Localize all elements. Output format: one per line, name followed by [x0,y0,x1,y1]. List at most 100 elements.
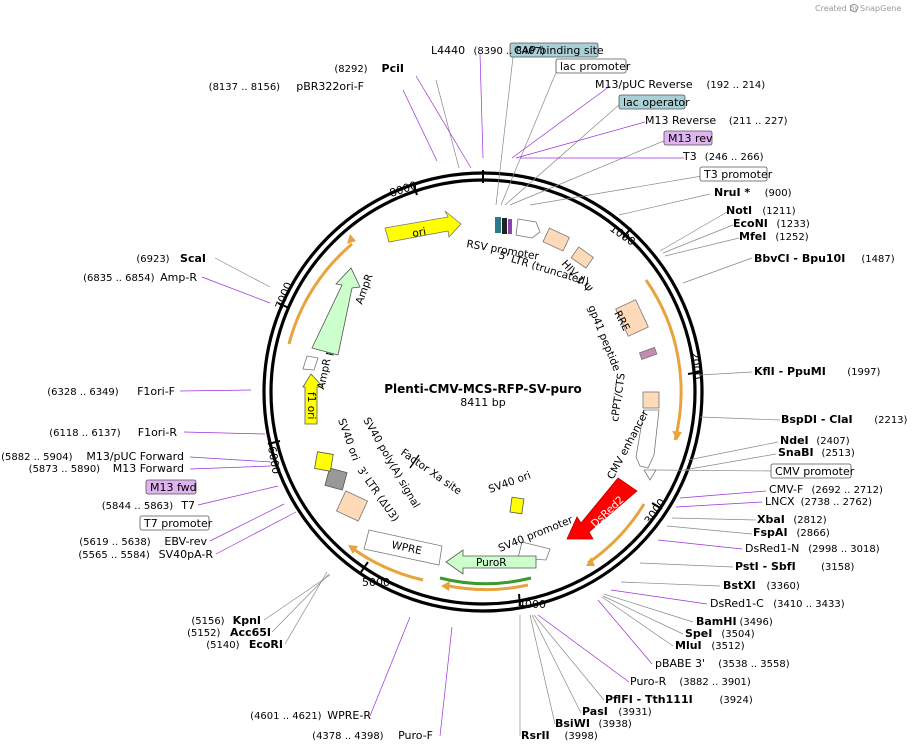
site-position-26: (3538 .. 3558) [718,659,790,670]
site-position-35: (5152) [187,628,220,639]
site-label-2: pBR322ori-F [296,80,364,93]
orf-arc-dsred-head [586,557,595,566]
site-position-15: (2692 .. 2712) [812,485,884,496]
site-label-42: F1ori-R [138,426,178,439]
site-label-7: NotI [726,204,752,217]
plasmid-name: Plenti-CMV-MCS-RFP-SV-puro [384,382,582,396]
site-position-6: (900) [765,188,792,199]
site-position-20: (3158) [821,562,854,573]
site-position-2: (8137 .. 8156) [209,82,281,93]
orf-arc-wpre-head [348,545,358,554]
feature-3-ltr [335,490,369,522]
site-position-36: (5140) [206,640,239,651]
site-label-26: pBABE 3' [655,657,705,670]
t3-promoter-box [699,166,768,182]
site-label-4: M13 Reverse [645,114,716,127]
lac-operator-box [618,94,686,110]
site-position-40: (5873 .. 5890) [29,464,101,475]
site-label-17: XbaI [757,513,785,526]
feature-rsv-promoter [515,218,541,239]
feature-wpre [363,529,443,566]
site-position-14: (2513) [822,448,855,459]
feature-label-ori: ori [411,226,427,240]
site-label-30: BsiWI [555,717,590,730]
site-label-41: M13/pUC Forward [86,450,184,463]
feature-cmv-promoter [643,469,657,481]
t7-promoter-label: T7 promoter [143,517,213,530]
plasmid-length: 8411 bp [460,396,505,409]
site-position-28: (3924) [720,695,753,706]
orf-arc-wpre [351,546,424,582]
site-label-25: MluI [675,639,702,652]
site-label-16: LNCX [765,495,795,508]
lac-promoter-box [555,58,627,74]
m13-rev-box [663,130,713,146]
site-position-13: (2407) [816,436,849,447]
feature-puror [445,549,537,575]
site-label-8: EcoNI [733,217,768,230]
site-label-13: NdeI [780,434,809,447]
snapgene-logo-icon [850,4,858,12]
feature-lac-promoter [502,218,507,234]
site-label-1: L4440 [431,44,465,57]
site-position-25: (3512) [711,641,744,652]
feature-rre [615,299,649,337]
site-label-38: EBV-rev [164,535,207,548]
site-position-21: (3360) [767,581,800,592]
site-position-37: (5565 .. 5584) [78,550,150,561]
t3-promoter-label: T3 promoter [703,168,773,181]
site-label-43: F1ori-F [137,385,175,398]
site-label-20: PstI - SbfI [735,560,796,573]
site-label-11: KflI - PpuMI [754,365,826,378]
site-label-6: NruI * [714,186,750,199]
site-position-45: (6923) [136,254,169,265]
site-label-27: Puro-R [630,675,667,688]
site-position-30: (3938) [599,719,632,730]
site-position-33: (4378 .. 4398) [312,731,384,742]
site-label-31: RsrII [521,729,550,742]
site-label-19: DsRed1-N [745,542,799,555]
orf-arc-1 [644,279,683,441]
feature-label-sv40-ori-left: SV40 ori [335,417,361,463]
site-label-44: Amp-R [160,271,197,284]
site-position-8: (1233) [777,219,810,230]
site-label-21: BstXI [723,579,756,592]
feature-label-cppt-cts: cPPT/CTS [609,372,628,422]
tick-3000 [651,502,663,510]
feature-cmv-enhancer [635,409,660,469]
tick-4000 [518,593,521,607]
site-label-33: Puro-F [398,729,433,742]
feature-gp41-peptide [638,346,658,361]
site-label-32: WPRE-R [327,709,371,722]
site-label-28: PflFI - Tth111I [605,693,693,706]
site-position-11: (1997) [847,367,880,378]
site-position-9: (1252) [775,232,808,243]
site-label-45: ScaI [180,252,206,265]
feature-dsred2 [566,477,638,540]
site-label-5: T3 [682,150,697,163]
boxed-labels: CAP binding site lac promoter lac operat… [139,42,855,531]
tick-2000 [687,371,701,375]
feature-factor-xa-site [409,454,420,469]
orf-arc-dsred [587,503,646,565]
site-position-12: (2213) [874,415,907,426]
site-position-0: (8292) [334,64,367,75]
tick-label-4000: 4000 [518,598,546,611]
site-position-18: (2866) [797,528,830,539]
site-label-39: T7 [180,499,195,512]
site-position-23: (3496) [740,617,773,628]
tick-7000 [277,302,290,309]
site-position-16: (2738 .. 2762) [801,497,873,508]
site-label-10: BbvCI - Bpu10I [754,252,845,265]
feature-label-puror: PuroR [476,557,507,569]
feature-hiv-psi [570,246,594,269]
feature-ori [384,210,462,243]
site-label-36: EcoRI [249,638,283,651]
feature-sv40-ori-left [314,451,334,472]
m13-fwd-label: M13 fwd [150,481,197,494]
site-label-37: SV40pA-R [159,548,214,561]
site-position-7: (1211) [762,206,795,217]
tick-label-5000: 5000 [362,576,390,589]
credit-text: Created by [815,4,859,13]
feature-label-sv40-ori-center: SV40 ori [487,469,533,495]
